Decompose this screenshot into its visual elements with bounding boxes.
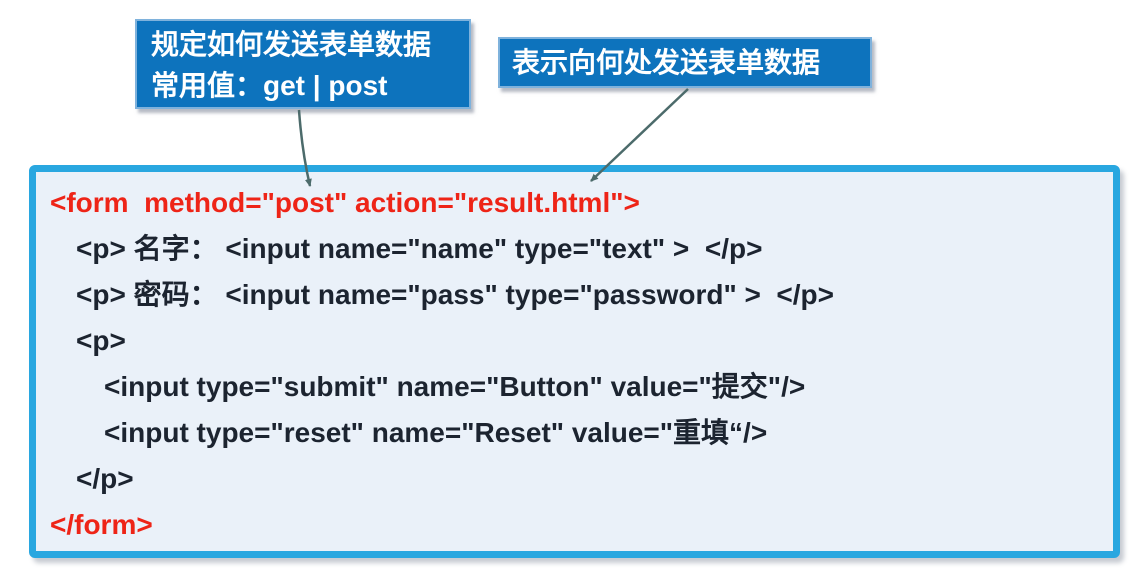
code-line-4: <p> (76, 325, 126, 356)
code-box: <form method="post" action="result.html"… (29, 165, 1120, 558)
code-line-6: <input type="reset" name="Reset" value="… (104, 417, 768, 448)
code-line-7: </p> (76, 463, 134, 494)
code-line-2: <p> 名字： <input name="name" type="text" >… (76, 233, 763, 264)
code-line-3: <p> 密码： <input name="pass" type="passwor… (76, 279, 835, 310)
callout-action-annotation: 表示向何处发送表单数据 (498, 37, 872, 88)
code-line-8: </form> (50, 509, 153, 540)
callout-action-line1: 表示向何处发送表单数据 (512, 47, 821, 78)
callout-method-line1: 规定如何发送表单数据 (151, 29, 432, 60)
callout-method-annotation: 规定如何发送表单数据 常用值：get | post (135, 19, 471, 109)
callout-method-line2: 常用值：get | post (151, 70, 388, 101)
code-line-1: <form method="post" action="result.html"… (50, 187, 640, 218)
code-lines: <form method="post" action="result.html"… (36, 172, 1113, 548)
code-line-5: <input type="submit" name="Button" value… (104, 371, 806, 402)
